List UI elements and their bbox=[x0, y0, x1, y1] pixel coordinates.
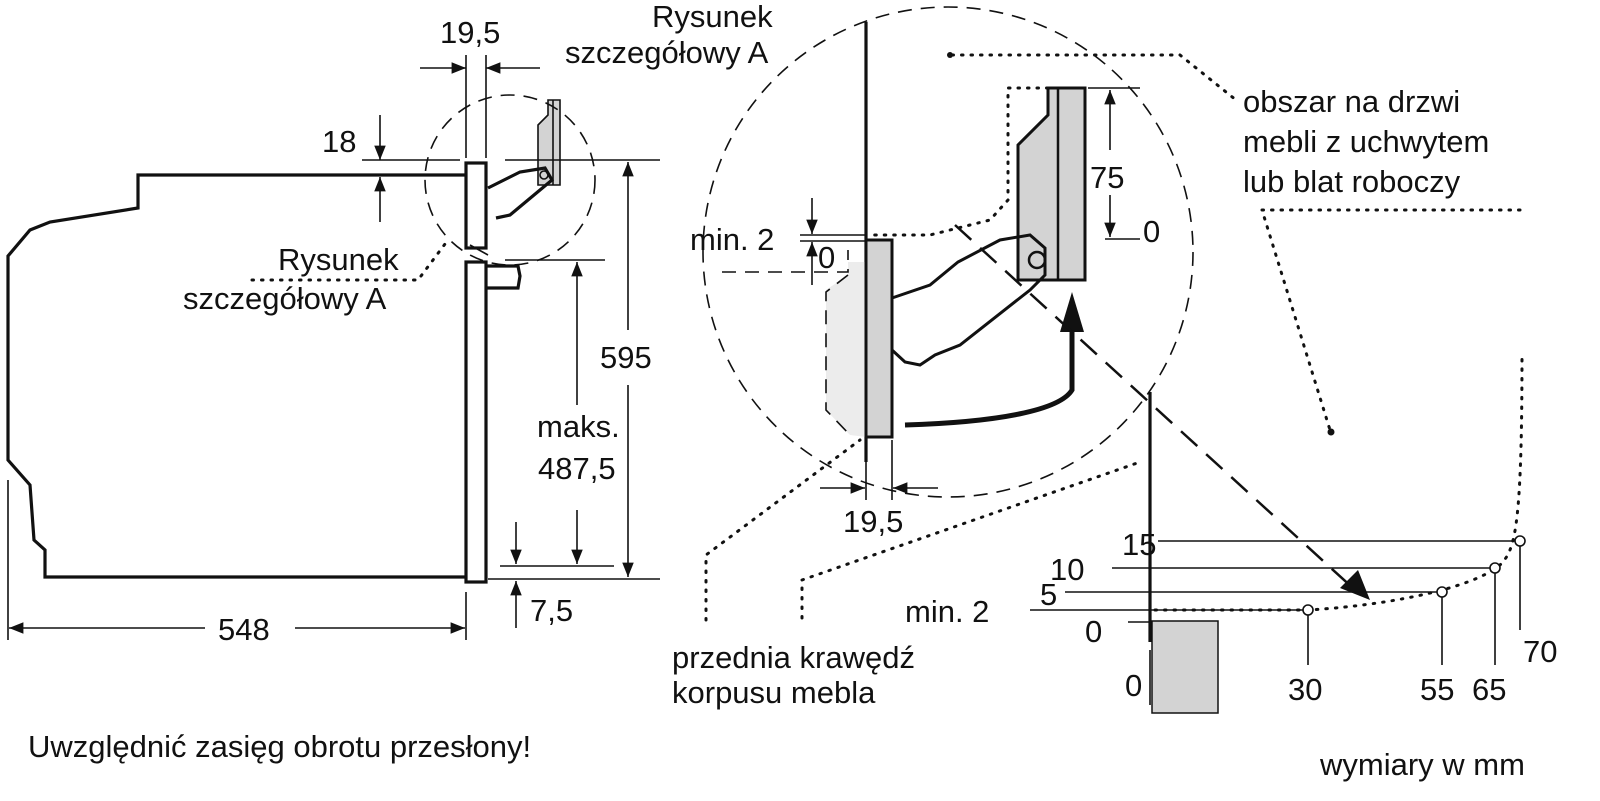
dim-75: 75 bbox=[1090, 160, 1124, 195]
dimension-depth: 548 bbox=[7, 480, 467, 647]
x-label-30: 30 bbox=[1288, 672, 1322, 707]
units-note: wymiary w mm bbox=[1319, 747, 1525, 782]
dimension-top-offset: 18 bbox=[322, 115, 460, 222]
dim-7-5: 7,5 bbox=[530, 593, 573, 628]
x-label-55: 55 bbox=[1420, 672, 1454, 707]
clearance-chart: 15 10 5 min. 2 0 0 30 55 65 70 bbox=[905, 350, 1557, 714]
dimension-bottom-offset: 7,5 bbox=[510, 522, 573, 628]
svg-text:mebli z uchwytem: mebli z uchwytem bbox=[1243, 124, 1489, 159]
detail-a-title-line1: Rysunek bbox=[652, 0, 773, 34]
dim-0-detail: 0 bbox=[818, 240, 835, 275]
dim-19-5-top: 19,5 bbox=[440, 15, 500, 50]
y-label-0: 0 bbox=[1085, 614, 1102, 649]
detail-a-circle-large bbox=[702, 6, 1194, 498]
x-label-70: 70 bbox=[1523, 634, 1557, 669]
svg-text:lub blat roboczy: lub blat roboczy bbox=[1243, 164, 1461, 199]
detail-a-label-left: Rysunek szczegółowy A bbox=[183, 238, 450, 316]
svg-text:korpusu mebla: korpusu mebla bbox=[672, 675, 876, 710]
dim-595: 595 bbox=[600, 340, 652, 375]
svg-text:Rysunek: Rysunek bbox=[278, 242, 399, 277]
dimension-height: 595 bbox=[488, 159, 660, 580]
svg-text:przednia krawędź: przednia krawędź bbox=[672, 640, 915, 675]
dim-19-5-detail: 19,5 bbox=[843, 504, 903, 539]
front-edge-label: przednia krawędź korpusu mebla bbox=[672, 438, 1142, 710]
svg-text:obszar na drzwi: obszar na drzwi bbox=[1243, 84, 1460, 119]
x-label-0: 0 bbox=[1125, 668, 1142, 703]
detail-a-title-line2: szczegółowy A bbox=[565, 35, 769, 70]
dim-max-label: maks. bbox=[537, 409, 620, 444]
y-label-15: 15 bbox=[1122, 527, 1156, 562]
dim-18: 18 bbox=[322, 124, 356, 159]
dim-min-2-detail: min. 2 bbox=[690, 222, 774, 257]
x-label-65: 65 bbox=[1472, 672, 1506, 707]
y-label-10: 10 bbox=[1050, 552, 1084, 587]
y-label-min-2: min. 2 bbox=[905, 594, 989, 629]
y-label-5: 5 bbox=[1040, 577, 1057, 612]
oven-side-profile bbox=[6, 99, 561, 584]
dim-max-value: 487,5 bbox=[538, 451, 616, 486]
dim-548: 548 bbox=[218, 612, 270, 647]
furniture-area-label: obszar na drzwi mebli z uchwytem lub bla… bbox=[947, 52, 1522, 436]
warning-text: Uwzględnić zasięg obrotu przesłony! bbox=[28, 729, 531, 764]
svg-text:szczegółowy A: szczegółowy A bbox=[183, 281, 387, 316]
dimension-panel-thickness-top: 19,5 bbox=[420, 15, 540, 158]
detail-a-drawing: 19,5 min. 2 0 75 0 bbox=[690, 22, 1370, 600]
dim-0-door: 0 bbox=[1143, 214, 1160, 249]
dimension-max: maks. 487,5 bbox=[500, 259, 620, 567]
detail-a-circle-small bbox=[424, 94, 596, 266]
